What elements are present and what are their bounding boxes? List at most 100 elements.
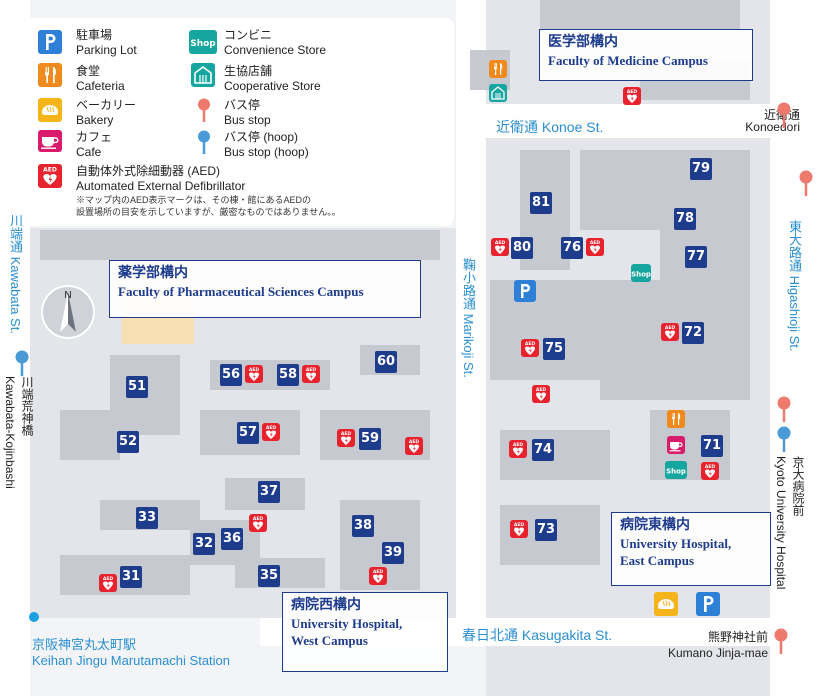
building-60[interactable]: 60 xyxy=(375,351,397,373)
station-label-ja: 京阪神宮丸太町駅 xyxy=(32,637,137,652)
building-58[interactable]: 58 xyxy=(277,364,299,386)
aed-icon[interactable]: AED xyxy=(369,567,387,585)
building-52[interactable]: 52 xyxy=(117,431,139,453)
shop-icon[interactable]: Shop xyxy=(631,264,651,282)
aed-icon[interactable]: AED xyxy=(586,238,604,256)
building-59[interactable]: 59 xyxy=(359,428,381,450)
bus-stop-hoop-icon xyxy=(15,350,29,376)
shop-icon: Shop xyxy=(189,30,217,54)
campus-east-en2: East Campus xyxy=(620,553,695,568)
building-39[interactable]: 39 xyxy=(382,542,404,564)
aed-icon: AED xyxy=(38,164,62,188)
building-38[interactable]: 38 xyxy=(352,515,374,537)
building-shape xyxy=(490,280,600,380)
building-35[interactable]: 35 xyxy=(258,565,280,587)
building-76[interactable]: 76 xyxy=(561,237,583,259)
building-33[interactable]: 33 xyxy=(136,507,158,529)
cup-icon xyxy=(38,130,62,152)
stop-kojinbashi-ja: 川端荒神橋 xyxy=(20,376,34,436)
building-shape xyxy=(60,410,120,460)
bus-stop-icon xyxy=(777,396,791,422)
stop-kyodai-ja: 京大病院前 xyxy=(791,456,805,516)
aed-icon[interactable]: AED xyxy=(337,429,355,447)
building-75[interactable]: 75 xyxy=(543,338,565,360)
campus-pharma-en: Faculty of Pharmaceutical Sciences Campu… xyxy=(118,284,364,299)
fork-knife-icon[interactable] xyxy=(489,60,507,78)
south-block xyxy=(486,646,770,696)
svg-text:AED: AED xyxy=(627,89,638,95)
aed-icon[interactable]: AED xyxy=(302,365,320,383)
road-label-higashioji: 東大路通 Higashioji St. xyxy=(787,220,802,352)
road-label-kawabata: 川端通 Kawabata St. xyxy=(8,214,23,334)
aed-icon[interactable]: AED xyxy=(245,365,263,383)
aed-icon[interactable]: AED xyxy=(509,440,527,458)
building-51[interactable]: 51 xyxy=(126,376,148,398)
svg-text:AED: AED xyxy=(513,442,524,448)
svg-text:AED: AED xyxy=(536,387,547,393)
building-81[interactable]: 81 xyxy=(530,192,552,214)
building-79[interactable]: 79 xyxy=(690,158,712,180)
campus-medicine: 医学部構内 Faculty of Medicine Campus xyxy=(539,29,753,81)
legend-bus-hoop: バス停 (hoop)Bus stop (hoop) xyxy=(224,130,309,159)
road-label-marikoji: 鞠小路通 Marikoji St. xyxy=(461,258,476,378)
building-71[interactable]: 71 xyxy=(701,435,723,457)
parking-icon[interactable] xyxy=(696,592,720,616)
svg-text:AED: AED xyxy=(341,431,352,437)
aed-icon[interactable]: AED xyxy=(99,574,117,592)
stop-kojinbashi-en: Kawabata-Kojinbashi xyxy=(3,376,17,489)
building-32[interactable]: 32 xyxy=(193,533,215,555)
svg-text:Shop: Shop xyxy=(666,468,686,476)
legend-aed: 自動体外式除細動器 (AED)Automated External Defibr… xyxy=(76,164,246,193)
svg-text:AED: AED xyxy=(249,367,260,373)
campus-pharma: 薬学部構内 Faculty of Pharmaceutical Sciences… xyxy=(109,260,421,318)
svg-text:AED: AED xyxy=(514,522,525,528)
aed-icon[interactable]: AED xyxy=(661,323,679,341)
aed-icon[interactable]: AED xyxy=(623,87,641,105)
coop-icon[interactable] xyxy=(489,84,507,102)
svg-text:AED: AED xyxy=(495,240,506,246)
konoe-street xyxy=(456,104,820,138)
building-31[interactable]: 31 xyxy=(120,566,142,588)
building-77[interactable]: 77 xyxy=(685,246,707,268)
parking-icon xyxy=(38,30,62,54)
svg-text:AED: AED xyxy=(103,576,114,582)
building-shape xyxy=(40,230,440,260)
building-80[interactable]: 80 xyxy=(511,237,533,259)
bread-icon[interactable] xyxy=(654,592,678,616)
shop-icon[interactable]: Shop xyxy=(665,461,687,479)
station-label-en: Keihan Jingu Marutamachi Station xyxy=(32,653,231,668)
stop-kyodai-en: Kyoto University Hospital xyxy=(774,456,788,590)
campus-west-en1: University Hospital, xyxy=(291,616,403,631)
aed-icon[interactable]: AED xyxy=(262,423,280,441)
building-36[interactable]: 36 xyxy=(221,528,243,550)
aed-icon[interactable]: AED xyxy=(532,385,550,403)
aed-icon[interactable]: AED xyxy=(510,520,528,538)
building-78[interactable]: 78 xyxy=(674,208,696,230)
fork-knife-icon[interactable] xyxy=(667,410,685,428)
building-72[interactable]: 72 xyxy=(682,322,704,344)
road-label-kasugakita: 春日北通 Kasugakita St. xyxy=(462,627,613,643)
cup-icon[interactable] xyxy=(667,436,685,454)
campus-west-ja: 病院西構内 xyxy=(291,598,361,613)
building-74[interactable]: 74 xyxy=(532,439,554,461)
bus-stop-hoop-icon xyxy=(198,130,210,154)
aed-icon[interactable]: AED xyxy=(405,437,423,455)
aed-icon[interactable]: AED xyxy=(249,514,267,532)
parking-icon[interactable] xyxy=(514,280,536,302)
building-57[interactable]: 57 xyxy=(237,422,259,444)
campus-medicine-en: Faculty of Medicine Campus xyxy=(548,53,708,68)
aed-icon[interactable]: AED xyxy=(491,238,509,256)
building-73[interactable]: 73 xyxy=(535,519,557,541)
building-37[interactable]: 37 xyxy=(258,481,280,503)
station-dot-icon xyxy=(29,612,39,622)
aed-icon[interactable]: AED xyxy=(521,339,539,357)
building-56[interactable]: 56 xyxy=(220,364,242,386)
coop-icon xyxy=(191,63,215,87)
svg-text:Shop: Shop xyxy=(631,271,651,279)
aed-icon[interactable]: AED xyxy=(701,462,719,480)
